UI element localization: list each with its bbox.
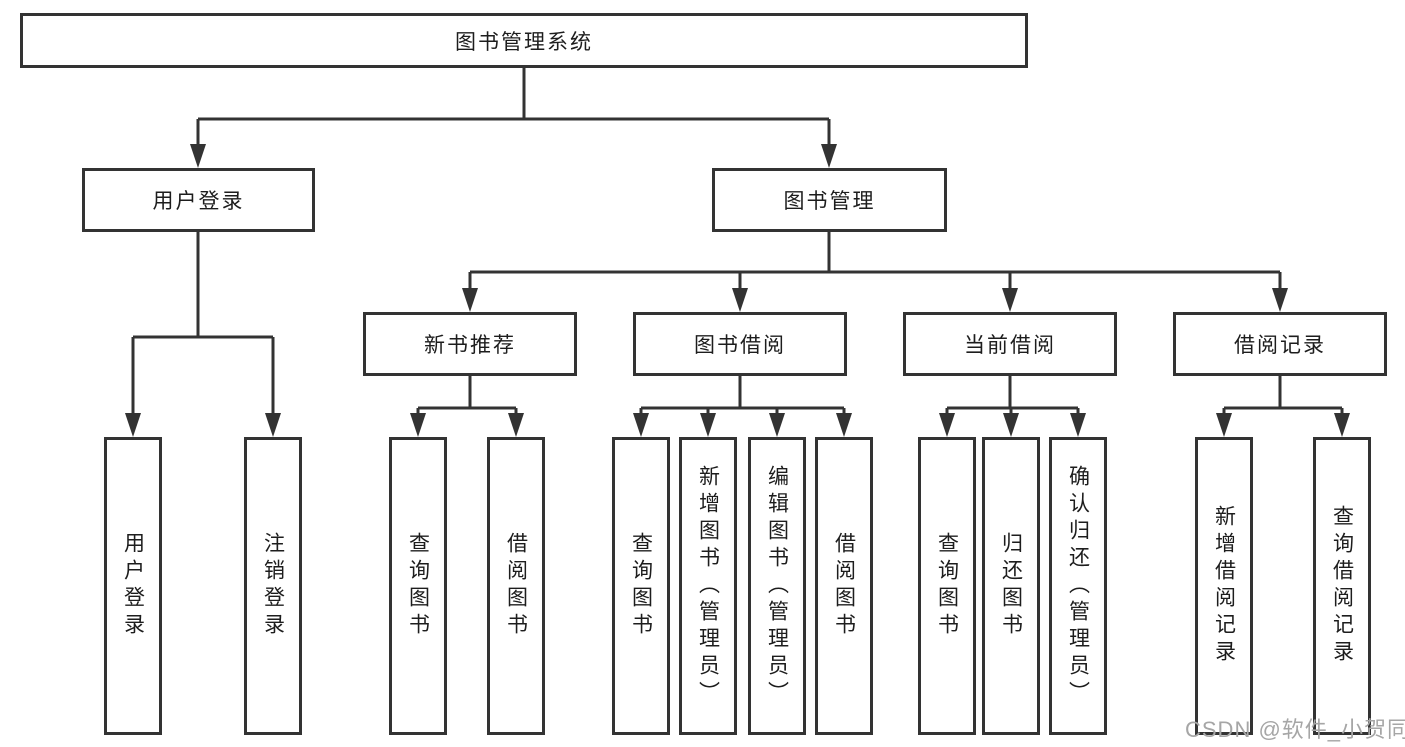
leaf-query-borrow-record: 查询借阅记录 [1313, 437, 1371, 735]
node-current-borrowing: 当前借阅 [903, 312, 1117, 376]
node-label: 图书管理 [783, 190, 876, 213]
node-user-login-branch: 用户登录 [82, 168, 315, 232]
node-label: 新增借阅记录 [1212, 505, 1236, 667]
node-label: 借阅图书 [504, 532, 528, 640]
node-label: 用户登录 [152, 190, 245, 213]
node-book-management-branch: 图书管理 [712, 168, 947, 232]
leaf-add-borrow-record: 新增借阅记录 [1195, 437, 1253, 735]
leaf-borrow-books-recommend: 借阅图书 [487, 437, 545, 735]
node-label: 注销登录 [261, 532, 285, 640]
leaf-query-books-current: 查询图书 [918, 437, 976, 735]
node-label: 借阅记录 [1234, 334, 1326, 357]
node-label: 归还图书 [999, 532, 1023, 640]
leaf-query-books-borrowing: 查询图书 [612, 437, 670, 735]
leaf-user-login: 用户登录 [104, 437, 162, 735]
node-label: 查询图书 [406, 532, 430, 640]
node-label: 编辑图书（管理员） [765, 464, 789, 708]
node-label: 新书推荐 [424, 334, 516, 357]
leaf-query-books-recommend: 查询图书 [389, 437, 447, 735]
csdn-watermark: CSDN @软件_小贺同学 [1185, 717, 1405, 742]
node-new-book-recommendation: 新书推荐 [363, 312, 577, 376]
leaf-logout: 注销登录 [244, 437, 302, 735]
leaf-borrow-books-borrowing: 借阅图书 [815, 437, 873, 735]
node-label: 图书借阅 [694, 334, 786, 357]
node-library-management-system: 图书管理系统 [20, 13, 1028, 68]
node-label: 查询图书 [629, 532, 653, 640]
node-label: 当前借阅 [964, 334, 1056, 357]
node-label: 查询图书 [935, 532, 959, 640]
leaf-return-books: 归还图书 [982, 437, 1040, 735]
node-label: 查询借阅记录 [1330, 505, 1354, 667]
node-label: 用户登录 [121, 532, 145, 640]
node-borrowing-records: 借阅记录 [1173, 312, 1387, 376]
leaf-confirm-return-admin: 确认归还（管理员） [1049, 437, 1107, 735]
node-label: 借阅图书 [832, 532, 856, 640]
node-label: 新增图书（管理员） [696, 464, 720, 708]
node-label: 确认归还（管理员） [1066, 464, 1090, 708]
leaf-edit-book-admin: 编辑图书（管理员） [748, 437, 806, 735]
node-label: 图书管理系统 [455, 30, 593, 54]
node-book-borrowing: 图书借阅 [633, 312, 847, 376]
leaf-add-book-admin: 新增图书（管理员） [679, 437, 737, 735]
